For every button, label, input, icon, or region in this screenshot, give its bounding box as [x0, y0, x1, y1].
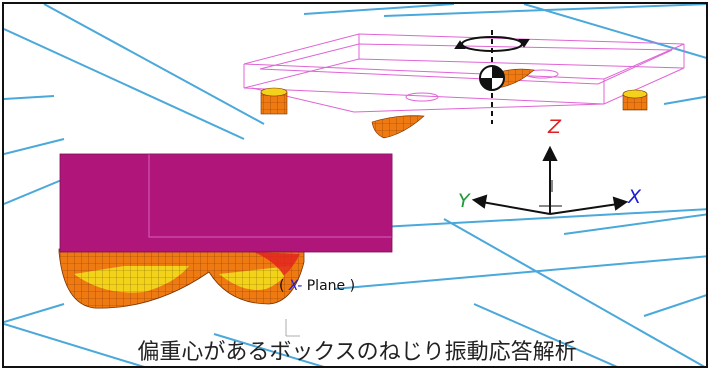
support-left [260, 87, 288, 115]
plane-label-text: Plane ) [306, 278, 356, 294]
model-illustration [58, 30, 685, 337]
plane-label-open: ( [279, 278, 285, 294]
axis-z-label: Z [548, 116, 562, 138]
background-grid-lines [4, 4, 706, 366]
support-front [371, 115, 425, 139]
axis-x-label: X [628, 186, 642, 208]
axis-y-label: Y [458, 190, 470, 212]
plane-label: ( X- Plane ) [279, 278, 355, 294]
axes-triad [471, 145, 629, 215]
support-right [622, 89, 648, 111]
center-of-mass-icon [479, 65, 505, 91]
rotation-arrow-icon [454, 36, 530, 52]
plane-label-axis: X- [288, 278, 303, 294]
figure-caption: 偏重心があるボックスのねじり振動応答解析 [137, 340, 577, 365]
figure-frame: Z Y X ( X- Plane ) 偏重心があるボックスのねじり振動応答解析 [2, 2, 708, 368]
deformed-box [58, 153, 393, 337]
